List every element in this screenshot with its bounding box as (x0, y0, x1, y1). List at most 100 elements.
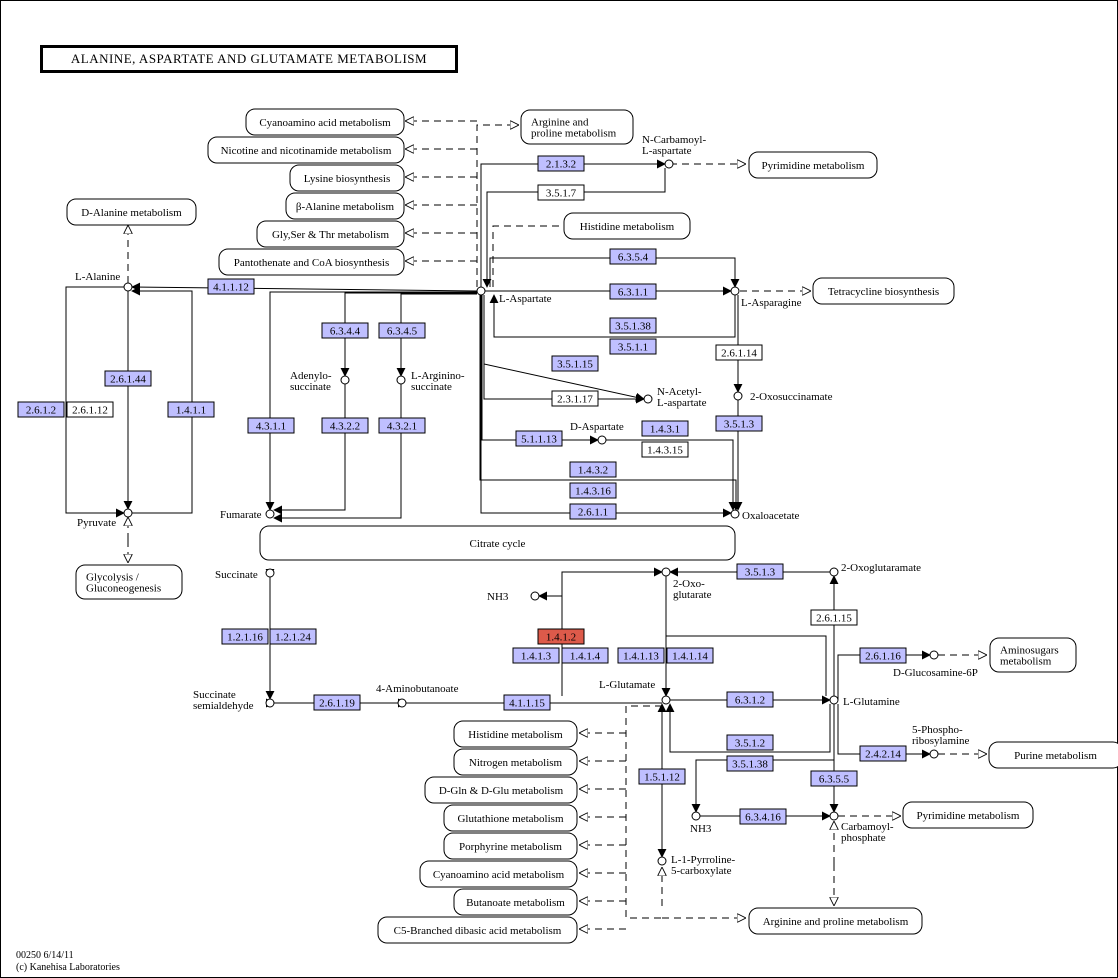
enzyme-2-6-1-12[interactable]: 2.6.1.12 (66, 401, 114, 418)
enzyme-6-3-4-16[interactable]: 6.3.4.16 (739, 808, 787, 825)
compound-succinate[interactable]: Succinate (215, 568, 275, 581)
compound-lalanine[interactable]: L-Alanine (75, 271, 133, 292)
enzyme-2-6-1-15[interactable]: 2.6.1.15 (810, 609, 858, 626)
enzyme-3-5-1-2[interactable]: 3.5.1.2 (726, 734, 774, 751)
pathway-c5branched[interactable]: C5-Branched dibasic acid metabolism (377, 916, 578, 944)
enzyme-3-5-1-15[interactable]: 3.5.1.15 (551, 355, 599, 372)
pathway-arginine2[interactable]: Arginine and proline metabolism (748, 907, 923, 935)
enzyme-2-6-1-44[interactable]: 2.6.1.44 (104, 370, 152, 387)
enzyme-1-4-1-1[interactable]: 1.4.1.1 (167, 401, 215, 418)
enzyme-2-6-1-16[interactable]: 2.6.1.16 (859, 647, 907, 664)
enzyme-3-5-1-7[interactable]: 3.5.1.7 (537, 184, 585, 201)
compound-oxaloacetate[interactable]: Oxaloacetate (730, 509, 800, 522)
compound-phosphoribosyl[interactable]: 5-Phospho-ribosylamine (912, 724, 970, 759)
pathway-porphyrine[interactable]: Porphyrine metabolism (443, 832, 578, 860)
compound-dglucosamine[interactable]: D-Glucosamine-6P (893, 650, 978, 679)
compound-laspartate[interactable]: L-Aspartate (476, 286, 552, 305)
compound-pyrroline[interactable]: L-1-Pyrroline-5-carboxylate (657, 854, 735, 877)
enzyme-1-4-3-1[interactable]: 1.4.3.1 (641, 420, 689, 437)
pathway-citrate[interactable]: Citrate cycle (259, 525, 736, 561)
enzyme-3-5-1-3[interactable]: 3.5.1.3 (715, 415, 763, 432)
enzyme-3-5-1-38[interactable]: 3.5.1.38 (726, 755, 774, 772)
enzyme-6-3-4-4[interactable]: 6.3.4.4 (321, 322, 369, 339)
enzyme-6-3-4-5[interactable]: 6.3.4.5 (378, 322, 426, 339)
compound-daspartate[interactable]: D-Aspartate (570, 421, 624, 445)
pathway-histidine1[interactable]: Histidine metabolism (563, 212, 691, 240)
pathway-pantothenate[interactable]: Pantothenate and CoA biosynthesis (218, 248, 405, 276)
pathway-glycolysis[interactable]: Glycolysis /Gluconeogenesis (75, 564, 183, 600)
enzyme-1-4-1-13[interactable]: 1.4.1.13 (617, 647, 665, 664)
enzyme-4-3-2-2[interactable]: 4.3.2.2 (321, 417, 369, 434)
compound-lasparagine[interactable]: L-Asparagine (730, 286, 802, 309)
compound-adenylo[interactable]: Adenylo-succinate (290, 370, 350, 393)
compound-oxoglutaramate[interactable]: 2-Oxoglutaramate (829, 562, 921, 577)
enzyme-2-6-1-19[interactable]: 2.6.1.19 (313, 694, 361, 711)
compound-oxosuccinamate[interactable]: 2-Oxosuccinamate (733, 391, 833, 403)
pathway-butanoate[interactable]: Butanoate metabolism (453, 888, 578, 916)
enzyme-1-4-1-3[interactable]: 1.4.1.3 (512, 647, 560, 664)
svg-text:Nitrogen metabolism: Nitrogen metabolism (469, 757, 563, 769)
enzyme-4-3-2-1[interactable]: 4.3.2.1 (378, 417, 426, 434)
pathway-balanine[interactable]: β-Alanine metabolism (285, 192, 405, 220)
enzyme-3-5-1-1[interactable]: 3.5.1.1 (609, 338, 657, 355)
pathway-nitrogen[interactable]: Nitrogen metabolism (453, 748, 578, 776)
pathway-cyanoamino2[interactable]: Cyanoamino acid metabolism (419, 860, 578, 888)
enzyme-6-3-1-2[interactable]: 6.3.1.2 (726, 691, 774, 708)
enzyme-1-4-3-16[interactable]: 1.4.3.16 (569, 482, 617, 499)
svg-text:2.6.1.2: 2.6.1.2 (26, 405, 56, 417)
compound-nacetyl[interactable]: N-Acetyl-L-aspartate (643, 386, 707, 409)
enzyme-2-1-3-2[interactable]: 2.1.3.2 (537, 155, 585, 172)
compound-nh3b[interactable]: NH3 (690, 811, 712, 835)
compound-pyruvate[interactable]: Pyruvate (77, 508, 133, 529)
enzyme-4-1-1-15[interactable]: 4.1.1.15 (503, 694, 551, 711)
enzyme-2-6-1-1[interactable]: 2.6.1.1 (569, 503, 617, 520)
pathway-glyser[interactable]: Gly,Ser & Thr metabolism (256, 220, 405, 248)
pathway-nicotine[interactable]: Nicotine and nicotinamide metabolism (207, 136, 405, 164)
pathway-dgln[interactable]: D-Gln & D-Glu metabolism (424, 776, 578, 804)
enzyme-2-4-2-14[interactable]: 2.4.2.14 (859, 745, 907, 762)
enzyme-1-5-1-12[interactable]: 1.5.1.12 (638, 768, 686, 785)
compound-ncarbamoyl[interactable]: N-Carbamoyl-L-aspartate (642, 134, 706, 169)
enzyme-1-4-3-15[interactable]: 1.4.3.15 (641, 441, 689, 458)
enzyme-1-2-1-24[interactable]: 1.2.1.24 (269, 628, 317, 645)
enzyme-1-4-1-4[interactable]: 1.4.1.4 (561, 647, 609, 664)
compound-aminobutanoate[interactable]: 4-Aminobutanoate (376, 683, 459, 708)
svg-text:4.3.1.1: 4.3.1.1 (256, 421, 286, 433)
compound-fumarate[interactable]: Fumarate (220, 509, 275, 521)
pathway-histidine2[interactable]: Histidine metabolism (453, 720, 578, 748)
enzyme-1-4-1-14[interactable]: 1.4.1.14 (666, 647, 714, 664)
enzyme-2-3-1-17[interactable]: 2.3.1.17 (551, 390, 599, 407)
enzyme-5-1-1-13[interactable]: 5.1.1.13 (515, 430, 563, 447)
compound-carbamoylp[interactable]: Carbamoyl-phosphate (829, 811, 894, 844)
pathway-tetracycline[interactable]: Tetracycline biosynthesis (812, 277, 955, 305)
pathway-glutathione[interactable]: Glutathione metabolism (443, 804, 578, 832)
pathway-dalanine[interactable]: D-Alanine metabolism (66, 198, 197, 226)
pathway-cyanoamino1[interactable]: Cyanoamino acid metabolism (245, 108, 405, 136)
compound-oxoglutarate[interactable]: 2-Oxo-glutarate (661, 567, 712, 601)
enzyme-1-4-3-2[interactable]: 1.4.3.2 (569, 461, 617, 478)
compound-larginino[interactable]: L-Arginino-succinate (396, 370, 465, 393)
enzyme-3-5-1-3[interactable]: 3.5.1.3 (736, 563, 784, 580)
svg-text:ribosylamine: ribosylamine (912, 735, 970, 747)
enzyme-3-5-1-38[interactable]: 3.5.1.38 (609, 317, 657, 334)
pathway-lysine[interactable]: Lysine biosynthesis (289, 164, 405, 192)
enzyme-4-3-1-1[interactable]: 4.3.1.1 (247, 417, 295, 434)
enzyme-6-3-5-5[interactable]: 6.3.5.5 (810, 770, 858, 787)
svg-text:1.4.1.13: 1.4.1.13 (623, 651, 659, 663)
compound-lglutamate[interactable]: L-Glutamate (599, 679, 671, 705)
enzyme-6-3-5-4[interactable]: 6.3.5.4 (609, 248, 657, 265)
compound-nh3a[interactable]: NH3 (487, 591, 540, 603)
enzyme-6-3-1-1[interactable]: 6.3.1.1 (609, 283, 657, 300)
enzyme-4-1-1-12[interactable]: 4.1.1.12 (207, 278, 255, 295)
enzyme-1-2-1-16[interactable]: 1.2.1.16 (221, 628, 269, 645)
enzyme-1-4-1-2[interactable]: 1.4.1.2 (537, 628, 585, 645)
pathway-pyrimidine2[interactable]: Pyrimidine metabolism (902, 801, 1034, 829)
compound-lglutamine[interactable]: L-Glutamine (829, 695, 900, 708)
pathway-pyrimidine1[interactable]: Pyrimidine metabolism (748, 151, 878, 179)
pathway-purine[interactable]: Purine metabolism (988, 741, 1118, 769)
enzyme-2-6-1-14[interactable]: 2.6.1.14 (715, 344, 763, 361)
enzyme-2-6-1-2[interactable]: 2.6.1.2 (17, 401, 65, 418)
